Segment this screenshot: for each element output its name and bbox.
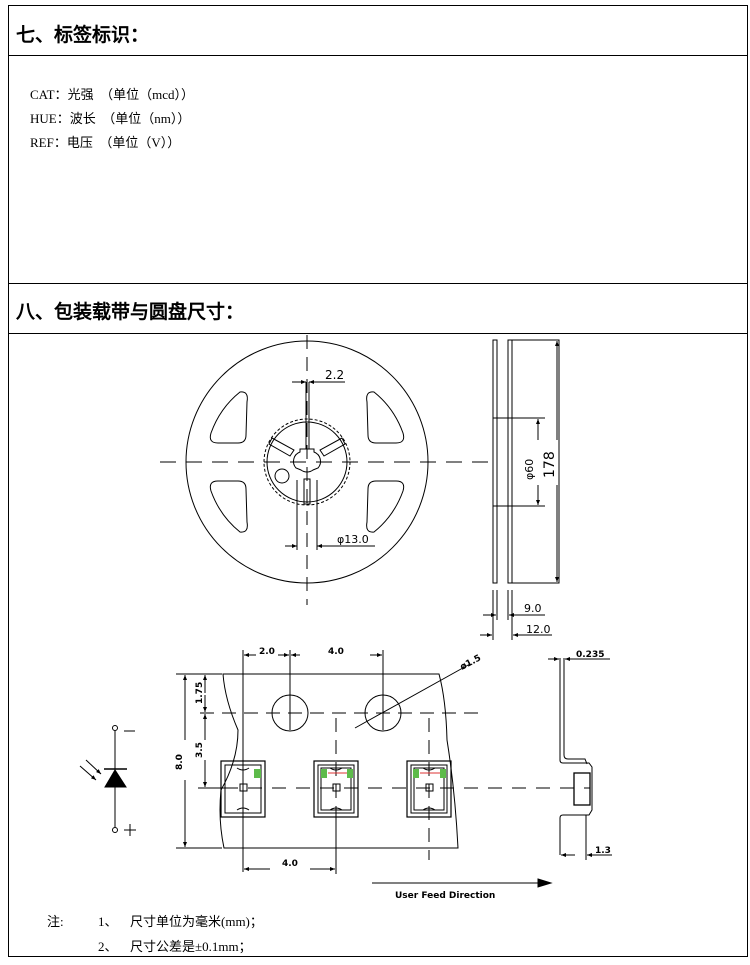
polarity-minus-label: − — [118, 734, 119, 736]
dim-pocket-depth: 1.3 — [595, 846, 611, 856]
dim-inner-width: 9.0 — [524, 602, 542, 615]
carrier-tape-side-view — [548, 657, 612, 860]
dim-center: 3.5 — [195, 742, 205, 758]
dim-hole-diameter: ø1.5 — [459, 653, 483, 672]
label-value: 电压 — [66, 135, 93, 150]
dim-hub-diameter: φ13.0 — [337, 533, 369, 546]
label-value: 光强 — [67, 87, 94, 102]
label-unit: （单位（mcd）） — [100, 87, 194, 102]
dim-hole-pitch: 4.0 — [328, 647, 344, 657]
diode-symbol — [79, 725, 136, 836]
reel-front-view — [160, 335, 490, 605]
label-ref: REF：电压 （单位（V）） — [30, 132, 180, 151]
carrier-tape-top-view — [176, 650, 590, 888]
label-cat: CAT：光强 （单位（mcd）） — [30, 84, 194, 103]
divider — [8, 283, 748, 284]
reel-side-view — [480, 339, 560, 640]
label-hue: HUE：波长 （单位（nm）） — [30, 108, 190, 127]
led-chip — [347, 769, 353, 778]
section-8-title: 八、包装载带与圆盘尺寸： — [16, 301, 245, 323]
dim-tape-width: 8.0 — [175, 754, 185, 770]
note-number: 1、 — [98, 914, 118, 929]
dim-edge: 1.75 — [195, 682, 205, 704]
dim-outer-diameter: 178 — [542, 451, 558, 478]
document-frame — [8, 5, 748, 957]
led-chip — [254, 769, 261, 778]
note-text: 尺寸单位为毫米(mm)； — [130, 914, 263, 929]
note-text: 尺寸公差是±0.1mm； — [130, 939, 252, 954]
feed-direction-label: User Feed Direction — [395, 891, 495, 901]
label-key: CAT： — [30, 87, 68, 102]
dim-hole-offset: 2.0 — [259, 647, 275, 657]
section-7-title: 七、标签标识： — [16, 24, 150, 46]
note-number: 2、 — [98, 939, 118, 954]
label-key: REF： — [30, 135, 67, 150]
dim-pocket-pitch: 4.0 — [282, 859, 298, 869]
label-key: HUE： — [30, 111, 70, 126]
divider — [8, 333, 748, 334]
dim-outer-width: 12.0 — [526, 623, 551, 636]
led-chip — [321, 769, 327, 778]
notes-label: 注: — [47, 914, 64, 929]
label-unit: （单位（nm）） — [102, 111, 191, 126]
label-unit: （单位（V）） — [99, 135, 181, 150]
label-value: 波长 — [69, 111, 96, 126]
led-chip — [440, 769, 446, 778]
dim-slot-width: 2.2 — [325, 368, 344, 382]
polarity-plus-label: + — [118, 833, 119, 836]
dim-inner-diameter: φ60 — [523, 459, 536, 480]
divider — [8, 55, 748, 56]
dim-tape-thickness: 0.235 — [576, 650, 604, 660]
led-chip — [413, 769, 419, 778]
